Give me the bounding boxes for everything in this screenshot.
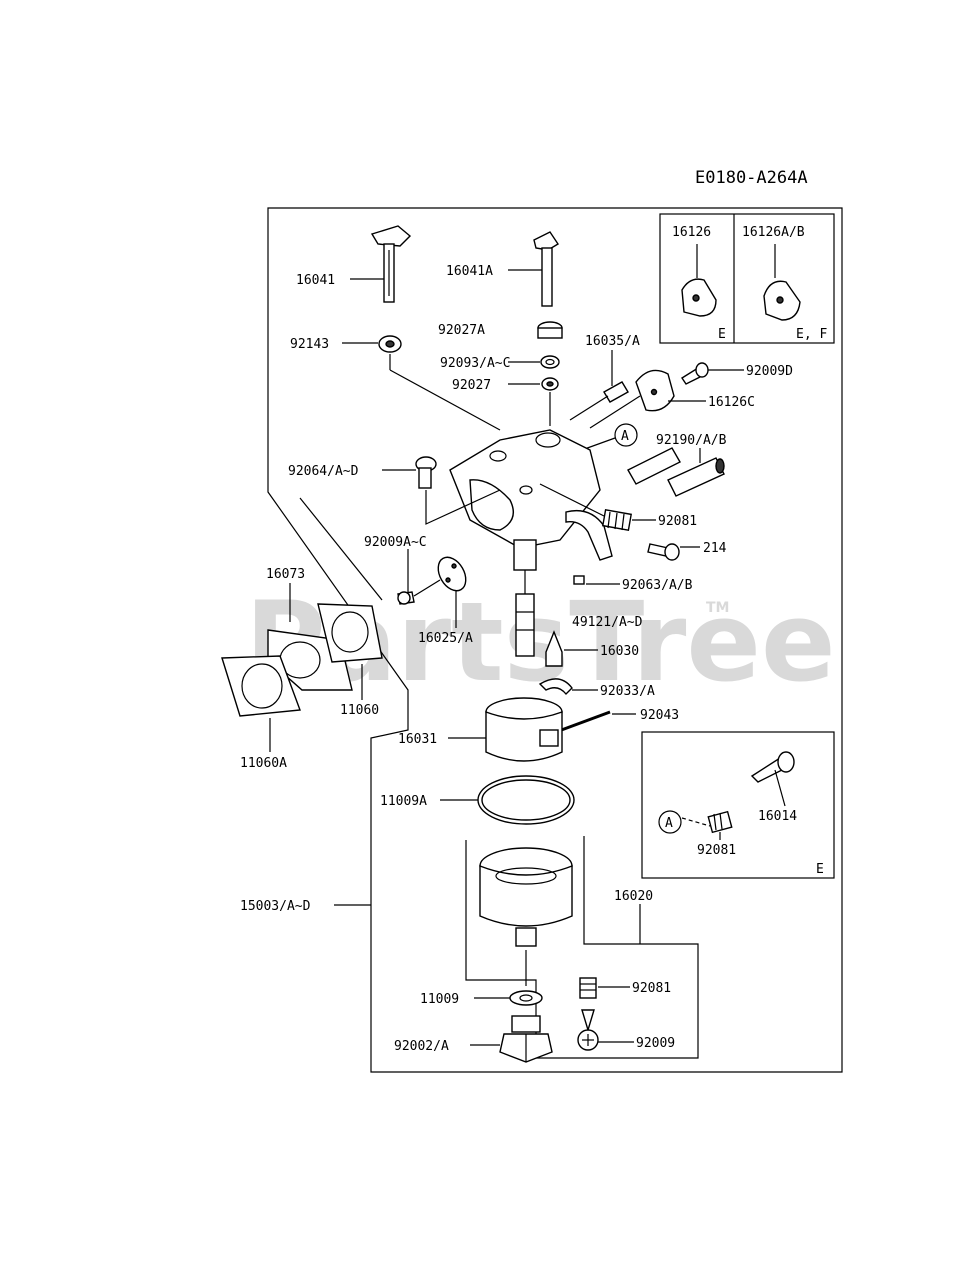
label-16020: 16020 xyxy=(614,889,653,904)
label-15003: 15003/A~D xyxy=(240,899,311,914)
choke-shaft-16041a xyxy=(533,231,559,307)
svg-text:A: A xyxy=(665,816,673,831)
label-92009: 92009 xyxy=(636,1036,675,1051)
spring-92081-detail xyxy=(707,810,733,834)
throttle-valve-16025 xyxy=(437,556,467,592)
main-frame xyxy=(267,207,843,1073)
inset-part-16126: 16126 xyxy=(672,225,711,240)
gasket-11060 xyxy=(317,603,383,663)
inset-detail-frame xyxy=(641,731,835,879)
seat-49121 xyxy=(515,570,535,657)
inset-part-16126ab: 16126A/B xyxy=(742,225,805,240)
screw-92009ac xyxy=(397,591,415,605)
label-214: 214 xyxy=(703,541,727,556)
label-92027a: 92027A xyxy=(438,323,485,338)
inset-detail-tag: E xyxy=(816,862,824,877)
label-16041: 16041 xyxy=(296,273,335,288)
float-16031 xyxy=(485,697,563,762)
label-16073: 16073 xyxy=(266,567,305,582)
inset-top-frame xyxy=(659,213,835,344)
spring-92081-lower xyxy=(579,977,597,999)
seal-92027 xyxy=(541,377,559,391)
inset-tag-e: E xyxy=(718,327,726,342)
gasket-11009a xyxy=(477,775,575,825)
pilot-jet-92064 xyxy=(415,456,437,489)
float-bowl-16020 xyxy=(479,847,573,947)
label-92190: 92190/A/B xyxy=(656,433,727,448)
diagram-code: E0180-A264A xyxy=(695,168,808,188)
clip-92033 xyxy=(538,678,573,696)
bolt-92002 xyxy=(499,1015,553,1063)
screw-92063 xyxy=(573,575,585,585)
spring-92081-upper xyxy=(601,509,633,531)
label-92009ac: 92009A~C xyxy=(364,535,427,550)
needle-16030 xyxy=(545,630,563,667)
label-92081-detail: 92081 xyxy=(697,843,736,858)
label-11060: 11060 xyxy=(340,703,379,718)
screw-214 xyxy=(647,543,680,561)
gasket-11060a xyxy=(221,655,301,717)
callout-a-detail xyxy=(658,810,682,834)
washer-92093 xyxy=(540,355,560,369)
watermark-tm: TM xyxy=(706,600,729,616)
pilot-screw-16014 xyxy=(750,751,795,783)
label-92033: 92033/A xyxy=(600,684,655,699)
label-16014: 16014 xyxy=(758,809,797,824)
label-92143: 92143 xyxy=(290,337,329,352)
label-49121: 49121/A~D xyxy=(572,615,643,630)
label-11009: 11009 xyxy=(420,992,459,1007)
label-16030: 16030 xyxy=(600,644,639,659)
label-92027: 92027 xyxy=(452,378,491,393)
seal-92143 xyxy=(378,335,402,353)
screw-92009 xyxy=(577,1009,599,1051)
label-11009a: 11009A xyxy=(380,794,427,809)
carburetor-body xyxy=(449,429,613,571)
callout-a xyxy=(614,423,638,447)
tubes-92190 xyxy=(627,447,725,497)
choke-plate-16126c xyxy=(635,369,675,412)
label-16126c: 16126C xyxy=(708,395,755,410)
label-92043: 92043 xyxy=(640,708,679,723)
label-11060a: 11060A xyxy=(240,756,287,771)
label-92064: 92064/A~D xyxy=(288,464,359,479)
label-16035: 16035/A xyxy=(585,334,640,349)
screw-92009d xyxy=(681,362,709,385)
inset-tag-ef: E, F xyxy=(796,327,827,342)
idle-screw-16035 xyxy=(569,381,629,421)
gasket-11009 xyxy=(509,990,543,1006)
label-92009d: 92009D xyxy=(746,364,793,379)
label-92081-lower: 92081 xyxy=(632,981,671,996)
label-16025: 16025/A xyxy=(418,631,473,646)
seal-92027a xyxy=(537,321,563,339)
throttle-shaft-16041 xyxy=(370,225,412,303)
label-92002: 92002/A xyxy=(394,1039,449,1054)
inset-detail: A 92081 16014 E xyxy=(641,731,835,879)
svg-text:A: A xyxy=(621,429,629,444)
label-16031: 16031 xyxy=(398,732,437,747)
pin-92043 xyxy=(555,710,611,734)
label-16041a: 16041A xyxy=(446,264,493,279)
label-92093: 92093/A~C xyxy=(440,356,510,371)
label-92063: 92063/A/B xyxy=(622,578,693,593)
inset-top: 16126 16126A/B E E, F xyxy=(659,213,835,344)
label-92081-upper: 92081 xyxy=(658,514,697,529)
